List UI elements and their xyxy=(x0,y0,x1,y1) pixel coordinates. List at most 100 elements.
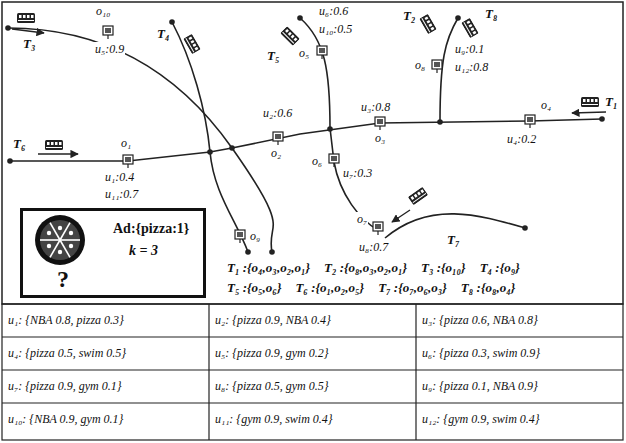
road xyxy=(172,22,248,252)
trajectory-list: T₇ :{o₇,o₆,o₃} xyxy=(377,280,448,295)
table-cell: u₁₁: {gym 0.9, swim 0.4} xyxy=(214,412,334,426)
road-end xyxy=(522,225,528,231)
billboard-label: o₆ xyxy=(311,154,323,168)
billboard-icon xyxy=(329,154,339,167)
trajectory-list: T₆ :{o₁,o₂,o₅} xyxy=(294,280,365,295)
table-cell: u₅: {pizza 0.9, gym 0.2} xyxy=(214,346,329,360)
trajectory-label: T₆ xyxy=(12,136,26,151)
billboard-icon xyxy=(317,46,327,59)
trajectory-list: T₈ :{o₈,o₄} xyxy=(460,280,516,295)
table-rule xyxy=(208,304,209,440)
bus-icon xyxy=(419,14,437,35)
road xyxy=(10,119,602,161)
table-cell: u₂: {pizza 0.9, NBA 0.4} xyxy=(214,313,332,327)
trajectory-label: T₅ xyxy=(266,48,280,63)
billboard-icon xyxy=(373,222,383,235)
road-end xyxy=(455,15,461,21)
table-cell: u₁₀: {NBA 0.9, gym 0.1} xyxy=(7,412,124,426)
user-influence: u₉:0.1 xyxy=(454,42,485,56)
billboard-label: o₇ xyxy=(356,212,368,226)
billboard-label: o₉ xyxy=(249,229,261,243)
billboard-label: o₄ xyxy=(540,98,552,112)
pizza-icon xyxy=(35,215,85,265)
junction xyxy=(437,119,443,125)
direction-arrows xyxy=(12,29,606,222)
junction xyxy=(207,149,213,155)
billboard-icon xyxy=(103,26,113,39)
ad-keywords: Ad:{pizza:1} xyxy=(113,221,189,237)
road-end xyxy=(169,19,175,25)
bus-icon xyxy=(17,13,35,23)
trajectory-label: T₇ xyxy=(446,232,460,247)
direction-arrow xyxy=(572,112,606,113)
ad-box: Ad:{pizza:1} k = 3? xyxy=(20,208,206,298)
billboard-icon xyxy=(123,155,133,168)
roads xyxy=(8,18,602,252)
junction xyxy=(229,145,235,151)
user-influence: u₁:0.4 xyxy=(104,170,135,184)
road-end xyxy=(297,15,303,21)
trajectory-label: T₈ xyxy=(484,6,498,21)
bus-icon xyxy=(280,26,300,46)
table-cell: u₇: {pizza 0.9, gym 0.1} xyxy=(7,379,122,393)
table-cell: u₉: {pizza 0.1, NBA 0.9} xyxy=(421,379,539,393)
billboard-label: o₁₀ xyxy=(95,4,111,18)
table-border xyxy=(2,304,623,440)
road-end xyxy=(245,249,251,255)
table-rule xyxy=(2,402,623,403)
ad-budget: k = 3 xyxy=(129,243,158,259)
trajectory-label: T₁ xyxy=(604,94,618,109)
bus-icon xyxy=(581,97,599,107)
bus-icon xyxy=(461,18,479,39)
billboard-label: o₅ xyxy=(298,46,310,60)
table-cell: u₄: {pizza 0.5, swim 0.5} xyxy=(7,346,127,360)
junction xyxy=(327,126,333,132)
billboard-icon xyxy=(525,115,535,128)
user-influence: u₄:0.2 xyxy=(506,132,537,146)
billboard-icon xyxy=(273,132,283,145)
road-end xyxy=(5,25,11,31)
billboard-label: o₂ xyxy=(270,146,282,160)
table-rule xyxy=(2,369,623,370)
user-influence: u₁₁:0.7 xyxy=(104,187,139,201)
billboard-icon xyxy=(375,117,385,130)
map-frame xyxy=(2,2,623,304)
direction-arrow xyxy=(392,210,410,222)
table-cell: u₆: {pizza 0.3, swim 0.9} xyxy=(421,346,541,360)
billboard-label: o₃ xyxy=(374,131,386,145)
direction-arrow xyxy=(38,153,78,154)
trajectory-list: T₂ :{o₈,o₃,o₂,o₁} xyxy=(323,260,408,275)
billboard-label: o₈ xyxy=(414,58,426,72)
table-cell: u₁: {NBA 0.8, pizza 0.3} xyxy=(7,313,125,327)
user-influence: u₁₀:0.5 xyxy=(318,22,353,36)
buses xyxy=(17,13,599,205)
table-cell: u₃: {pizza 0.6, NBA 0.8} xyxy=(421,313,539,327)
user-influence: u₁₂:0.8 xyxy=(454,60,489,74)
road xyxy=(300,18,378,230)
user-influence: u₅:0.9 xyxy=(94,42,125,56)
road-end xyxy=(269,249,275,255)
table-rule xyxy=(2,336,623,337)
user-influence: u₃:0.8 xyxy=(360,100,391,114)
trajectory-label: T₂ xyxy=(402,8,416,23)
trajectory-label: T₄ xyxy=(156,26,170,41)
road-end xyxy=(7,158,13,164)
road-dots xyxy=(5,15,605,255)
bus-icon xyxy=(183,34,201,55)
trajectory-label: T₃ xyxy=(22,36,36,51)
bus-icon xyxy=(408,187,428,206)
direction-arrow xyxy=(12,29,44,33)
user-influence: u₈:0.7 xyxy=(358,240,389,254)
ad-question: ? xyxy=(57,267,69,291)
billboard-icon xyxy=(432,60,442,73)
user-influence: u₂:0.6 xyxy=(262,106,293,120)
user-influence: u₇:0.3 xyxy=(342,166,373,180)
trajectory-list: T₄ :{o₉} xyxy=(479,260,521,275)
trajectory-list: T₁ :{o₄,o₃,o₂,o₁} xyxy=(226,260,311,275)
billboard-label: o₁ xyxy=(120,136,132,150)
attribute-table xyxy=(2,304,623,440)
table-cell: u₁₂: {gym 0.9, swim 0.4} xyxy=(421,412,541,426)
table-cell: u₈: {pizza 0.5, gym 0.5} xyxy=(214,379,329,393)
